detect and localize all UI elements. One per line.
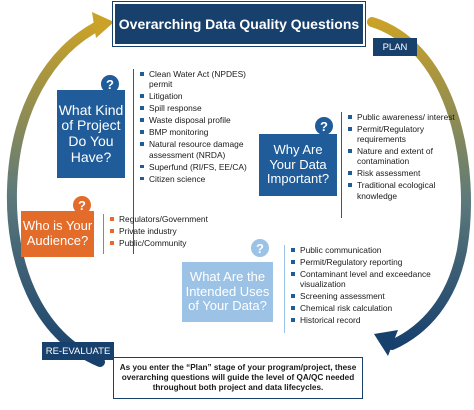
list-item: Waste disposal profile — [140, 115, 266, 125]
list-item: Litigation — [140, 91, 266, 101]
plan-arc — [367, 17, 471, 350]
question-mark-icon: ? — [101, 75, 119, 93]
list-item: Screening assessment — [291, 291, 441, 301]
list-item: Natural resource damage assessment (NRDA… — [140, 139, 266, 160]
audience-list: Regulators/Government Private industry P… — [103, 214, 240, 254]
list-item: Public communication — [291, 245, 441, 255]
data-importance-question: Why Are Your Data Important? — [259, 134, 337, 196]
list-item: Citizen science — [140, 174, 266, 184]
list-item: Public awareness/ interest — [348, 112, 460, 122]
project-type-question: What Kind of Project Do You Have? — [57, 90, 125, 178]
list-item: Permit/Regulatory requirements — [348, 124, 460, 144]
list-item: Spill response — [140, 103, 266, 113]
list-item: Clean Water Act (NPDES) permit — [140, 69, 266, 89]
intended-uses-question: What Are the Intended Uses of Your Data? — [182, 262, 273, 322]
list-item: Chemical risk calculation — [291, 303, 441, 313]
list-item: Superfund (RI/FS, EE/CA) — [140, 162, 266, 172]
list-item: Contaminant level and exceedance visuali… — [291, 269, 441, 289]
list-item: Nature and extent of contamination — [348, 146, 460, 166]
list-item: Traditional ecological knowledge — [348, 180, 460, 201]
list-item: BMP monitoring — [140, 127, 266, 137]
diagram-title: Overarching Data Quality Questions — [113, 2, 365, 46]
project-type-list: Clean Water Act (NPDES) permit Litigatio… — [133, 69, 266, 254]
list-item: Permit/Regulatory reporting — [291, 257, 441, 267]
footer-note: As you enter the “Plan” stage of your pr… — [113, 357, 363, 399]
plan-label: PLAN — [373, 38, 417, 56]
list-item: Risk assessment — [348, 168, 460, 178]
data-importance-list: Public awareness/ interest Permit/Regula… — [341, 112, 460, 218]
audience-question: Who is Your Audience? — [21, 211, 94, 257]
question-mark-icon: ? — [73, 196, 91, 214]
question-mark-icon: ? — [315, 117, 333, 135]
intended-uses-list: Public communication Permit/Regulatory r… — [284, 245, 441, 333]
question-mark-icon: ? — [251, 239, 269, 257]
reevaluate-arc — [6, 20, 105, 367]
list-item: Public/Community — [110, 238, 240, 248]
list-item: Regulators/Government — [110, 214, 240, 224]
list-item: Private industry — [110, 226, 240, 236]
reevaluate-label: RE-EVALUATE — [42, 342, 114, 360]
list-item: Historical record — [291, 315, 441, 325]
reevaluate-arrowhead — [92, 12, 114, 38]
plan-arrowhead — [374, 330, 398, 356]
